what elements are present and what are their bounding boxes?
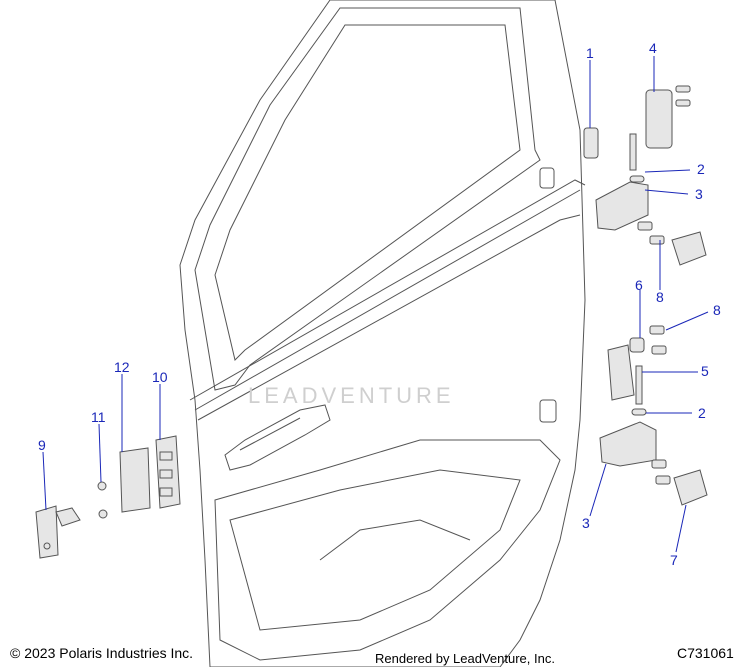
part-2-lower-washer	[631, 408, 647, 416]
part-3-upper-hinge-leaf	[595, 181, 649, 231]
callout-11: 11	[91, 409, 106, 425]
callout-9: 9	[38, 437, 46, 453]
callout-12: 12	[114, 359, 130, 375]
rendered-by-text: Rendered by LeadVenture, Inc.	[375, 651, 555, 666]
part-9-door-striker	[35, 505, 59, 559]
part-7-lower-hinge-cover	[673, 469, 708, 506]
part-5-lower-hinge-bracket	[607, 344, 635, 401]
interior-door-handle	[224, 404, 331, 471]
door-frame	[179, 0, 586, 667]
callout-3-lower: 3	[582, 515, 590, 531]
callout-5: 5	[701, 363, 709, 379]
callout-4: 4	[649, 40, 657, 56]
part-2-upper-washer	[629, 175, 645, 183]
callout-3-upper: 3	[695, 186, 703, 202]
callout-7: 7	[670, 552, 678, 568]
callout-2-lower: 2	[698, 405, 706, 421]
part-11-fastener-upper	[97, 481, 107, 491]
part-1-hinge-shim	[583, 127, 599, 159]
callout-8-upper: 8	[656, 289, 664, 305]
callout-1: 1	[586, 45, 594, 61]
leadventure-watermark: LEADVENTURE	[248, 383, 455, 408]
part-8-upper-hinge-cover	[671, 231, 707, 266]
callout-6: 6	[635, 277, 643, 293]
door-lower-panel	[214, 439, 561, 661]
part-11-fastener-lower	[98, 509, 108, 519]
part-3-lower-hinge-leaf	[599, 421, 657, 467]
door-window-frame	[194, 7, 541, 391]
callout-2-upper: 2	[697, 161, 705, 177]
diagram-code: C731061	[677, 645, 734, 661]
copyright-text: © 2023 Polaris Industries Inc.	[10, 645, 194, 661]
callout-10: 10	[152, 369, 168, 385]
part-4-upper-hinge-bracket	[645, 89, 673, 149]
part-6-hinge-bushing	[629, 337, 645, 353]
part-12-latch-pad	[119, 447, 151, 513]
callout-8-lower: 8	[713, 302, 721, 318]
door-window-glass	[214, 24, 521, 361]
